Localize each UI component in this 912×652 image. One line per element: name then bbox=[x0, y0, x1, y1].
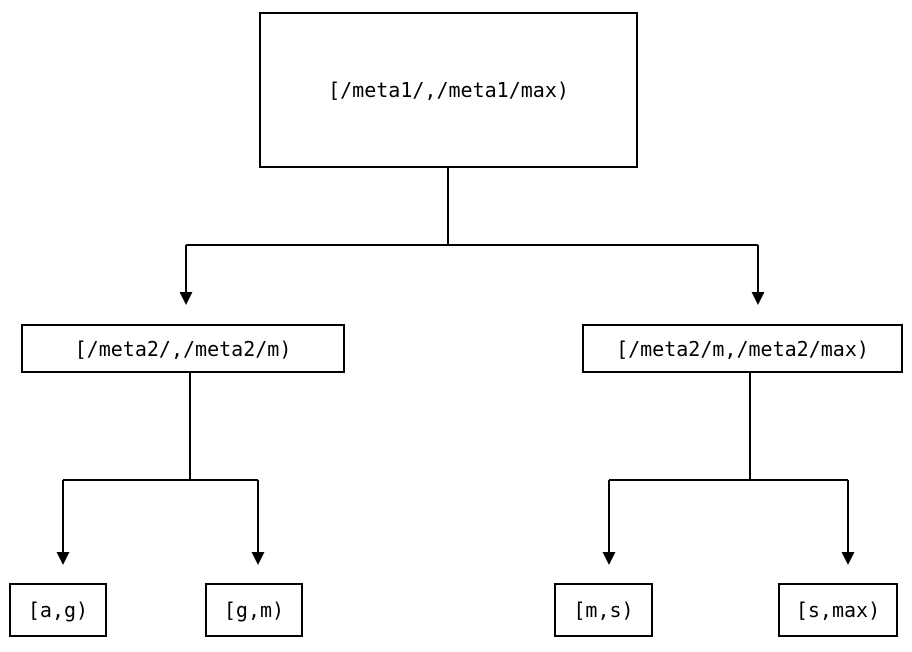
node-leaf-1[interactable]: [a,g) bbox=[9, 583, 107, 637]
node-leaf-2-label: [g,m) bbox=[223, 598, 285, 622]
node-leaf-4-label: [s,max) bbox=[795, 598, 881, 622]
node-leaf-4[interactable]: [s,max) bbox=[778, 583, 898, 637]
node-leaf-2[interactable]: [g,m) bbox=[205, 583, 303, 637]
arrowhead-to-leaf-4 bbox=[841, 552, 855, 565]
arrowhead-to-leaf-3 bbox=[602, 552, 616, 565]
node-mid-right-label: [/meta2/m,/meta2/max) bbox=[616, 336, 869, 361]
arrowhead-to-mid-left bbox=[179, 292, 193, 305]
node-leaf-1-label: [a,g) bbox=[27, 598, 89, 622]
arrowhead-to-leaf-2 bbox=[251, 552, 265, 565]
node-leaf-3-label: [m,s) bbox=[573, 598, 634, 622]
node-mid-right[interactable]: [/meta2/m,/meta2/max) bbox=[582, 324, 903, 373]
node-mid-left[interactable]: [/meta2/,/meta2/m) bbox=[21, 324, 345, 373]
node-root-label: [/meta1/,/meta1/max) bbox=[328, 78, 569, 102]
node-root[interactable]: [/meta1/,/meta1/max) bbox=[259, 12, 638, 168]
arrowhead-to-mid-right bbox=[751, 292, 765, 305]
node-mid-left-label: [/meta2/,/meta2/m) bbox=[74, 336, 292, 361]
arrowhead-to-leaf-1 bbox=[56, 552, 70, 565]
node-leaf-3[interactable]: [m,s) bbox=[554, 583, 653, 637]
